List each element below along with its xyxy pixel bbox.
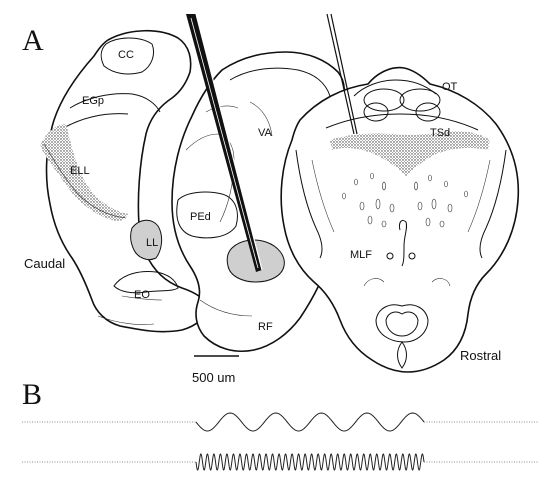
trace-1-oscillation (195, 412, 425, 432)
label-egp: EGp (82, 95, 104, 107)
label-ped: PEd (190, 211, 211, 223)
label-eo: EO (134, 289, 150, 301)
label-va: VA (258, 127, 273, 139)
label-ll: LL (146, 237, 158, 249)
label-tsd: TSd (430, 127, 450, 139)
label-mlf: MLF (350, 249, 372, 261)
recording-electrode (186, 13, 263, 272)
panel-label-a: A (22, 24, 44, 57)
ll-region (130, 219, 163, 261)
caudal-section (40, 29, 209, 333)
label-ell: ELL (70, 165, 90, 177)
panel-label-b: B (22, 378, 42, 411)
label-rostral: Rostral (460, 348, 501, 363)
label-caudal: Caudal (24, 256, 65, 271)
cell-bodies (342, 172, 468, 228)
label-rf: RF (258, 321, 273, 333)
label-cc: CC (118, 49, 134, 61)
scale-bar-label: 500 um (192, 370, 235, 385)
trace-2-oscillation (195, 453, 425, 471)
stimulating-electrode (326, 13, 358, 135)
rostral-section (280, 66, 520, 373)
label-ot: OT (442, 81, 458, 93)
